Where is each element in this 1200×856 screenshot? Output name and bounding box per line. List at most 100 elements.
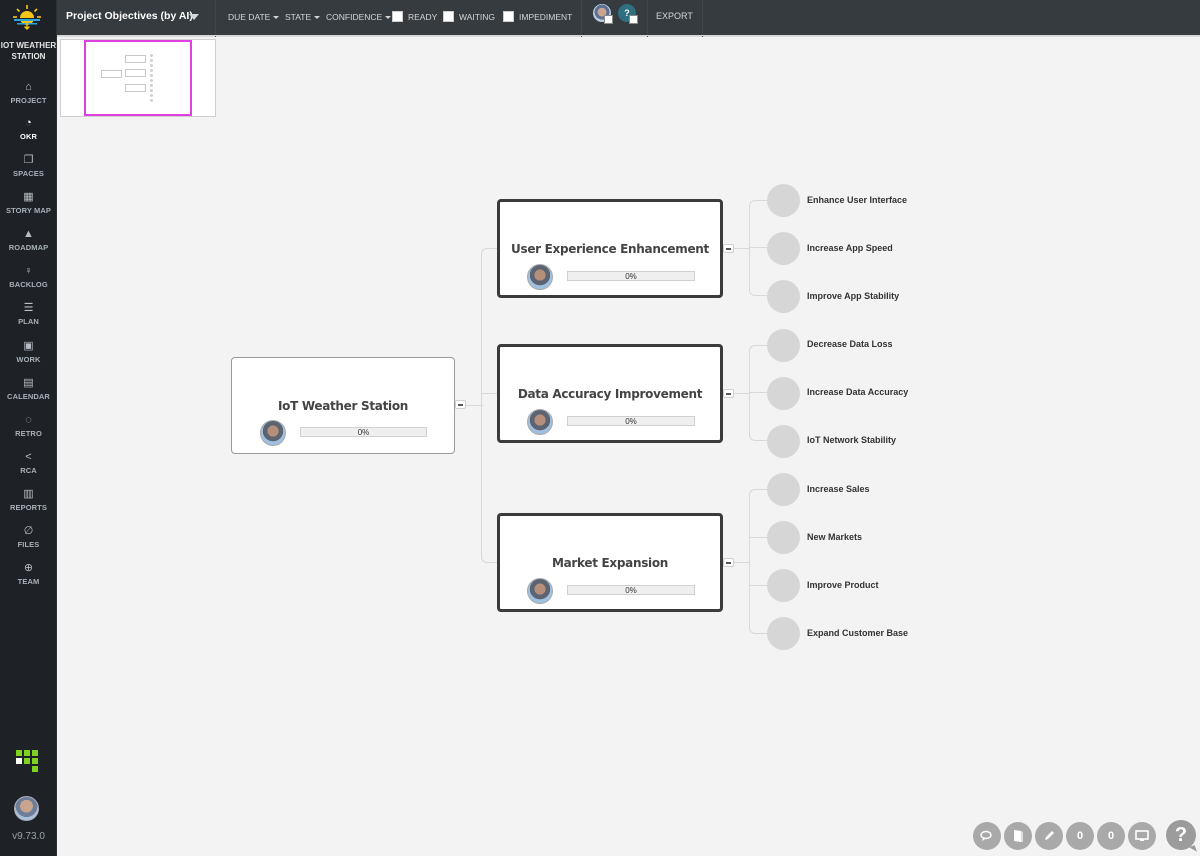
export-button[interactable]: EXPORT	[656, 11, 693, 21]
state-label: STATE	[285, 12, 312, 22]
waiting-label: WAITING	[459, 12, 496, 22]
sidebar-item-plan[interactable]: ☰ PLAN	[0, 301, 57, 337]
apps-grid-icon[interactable]	[16, 750, 38, 772]
user-avatar[interactable]	[14, 796, 39, 821]
objective-card[interactable]: User Experience Enhancement 0%	[497, 199, 723, 298]
project-name: IOT WEATHER STATION	[0, 41, 57, 61]
connector-line	[749, 200, 767, 296]
key-result-avatar[interactable]	[767, 569, 800, 602]
state-filter[interactable]: STATE	[285, 12, 321, 22]
chevron-down-icon[interactable]	[189, 14, 199, 20]
key-result-avatar[interactable]	[767, 617, 800, 650]
key-result-label[interactable]: IoT Network Stability	[807, 435, 897, 445]
sidebar-item-label: ROADMAP	[8, 243, 49, 252]
counter-badge-2[interactable]: 0	[1097, 822, 1125, 850]
objective-card[interactable]: Data Accuracy Improvement 0%	[497, 344, 723, 443]
sidebar-item-backlog[interactable]: ♀ BACKLOG	[0, 264, 57, 300]
sidebar-item-files[interactable]: ∅ FILES	[0, 524, 57, 560]
confidence-filter[interactable]: CONFIDENCE	[326, 12, 392, 22]
edit-button[interactable]	[1035, 822, 1063, 850]
sidebar-item-retro[interactable]: ◌ RETRO	[0, 413, 57, 449]
ready-checkbox[interactable]	[392, 11, 403, 22]
bar-chart-icon: ▥	[23, 488, 34, 500]
docs-button[interactable]	[1004, 822, 1032, 850]
due-date-label: DUE DATE	[228, 12, 271, 22]
sidebar-item-story-map[interactable]: ▦ STORY MAP	[0, 190, 57, 226]
collapse-toggle[interactable]	[723, 244, 734, 253]
paperclip-icon: ∅	[23, 525, 34, 537]
owner-avatar[interactable]	[527, 578, 553, 604]
minimap-dot	[150, 79, 153, 82]
key-result-label[interactable]: Improve App Stability	[807, 291, 900, 301]
key-result-label[interactable]: Increase App Speed	[807, 243, 893, 253]
connector-line	[481, 248, 499, 563]
sidebar-item-work[interactable]: ▣ WORK	[0, 339, 57, 375]
key-result-avatar[interactable]	[767, 329, 800, 362]
briefcase-icon: ▣	[23, 340, 34, 352]
connector-line	[734, 393, 750, 394]
progress-bar: 0%	[567, 585, 695, 595]
user-filter-checkbox[interactable]	[604, 15, 613, 24]
help-button[interactable]: ?	[1166, 820, 1196, 850]
key-result-label[interactable]: Enhance User Interface	[807, 195, 908, 205]
key-result-label[interactable]: Improve Product	[807, 580, 879, 590]
sidebar-item-project[interactable]: ⌂ PROJECT	[0, 80, 57, 116]
key-result-label[interactable]: Increase Data Accuracy	[807, 387, 909, 397]
due-date-filter[interactable]: DUE DATE	[228, 12, 280, 22]
progress-bar: 0%	[567, 271, 695, 281]
sidebar-item-spaces[interactable]: ❐ SPACES	[0, 153, 57, 189]
comments-button[interactable]	[973, 822, 1001, 850]
divider	[581, 0, 582, 37]
key-result-avatar[interactable]	[767, 425, 800, 458]
owner-avatar[interactable]	[260, 420, 286, 446]
progress-bar: 0%	[300, 427, 427, 437]
connector-line	[734, 248, 750, 249]
sidebar-item-okr[interactable]: ◔ OKR	[0, 116, 57, 152]
monitor-icon	[1135, 830, 1149, 841]
caret-down-icon	[314, 16, 321, 20]
collapse-toggle[interactable]	[455, 400, 466, 409]
objective-title: User Experience Enhancement	[511, 242, 709, 256]
key-result-avatar[interactable]	[767, 184, 800, 217]
sidebar-item-roadmap[interactable]: ▲ ROADMAP	[0, 227, 57, 263]
top-toolbar: Project Objectives (by AI) DUE DATE STAT…	[57, 0, 1200, 37]
key-result-label[interactable]: New Markets	[807, 532, 863, 542]
okr-canvas[interactable]: IoT Weather Station 0% User Experience E…	[57, 39, 1200, 856]
sidebar-item-label: SPACES	[13, 169, 44, 178]
sidebar-item-team[interactable]: ⊕ TEAM	[0, 561, 57, 597]
counter-badge-1[interactable]: 0	[1066, 822, 1094, 850]
minimap-viewport[interactable]	[84, 40, 192, 116]
sidebar-item-reports[interactable]: ▥ REPORTS	[0, 487, 57, 523]
minimap[interactable]	[60, 39, 216, 117]
sidebar-item-rca[interactable]: < RCA	[0, 450, 57, 486]
key-result-label[interactable]: Increase Sales	[807, 484, 870, 494]
collapse-toggle[interactable]	[723, 389, 734, 398]
sidebar-item-label: REPORTS	[10, 503, 47, 512]
impediment-checkbox[interactable]	[503, 11, 514, 22]
presentation-button[interactable]	[1128, 822, 1156, 850]
minimap-node	[101, 70, 122, 78]
key-result-avatar[interactable]	[767, 232, 800, 265]
objective-card[interactable]: Market Expansion 0%	[497, 513, 723, 612]
key-result-avatar[interactable]	[767, 377, 800, 410]
key-result-avatar[interactable]	[767, 280, 800, 313]
sidebar-item-label: CALENDAR	[7, 392, 50, 401]
key-result-label[interactable]: Decrease Data Loss	[807, 339, 893, 349]
weather-station-logo[interactable]	[11, 4, 43, 30]
key-result-avatar[interactable]	[767, 473, 800, 506]
book-icon	[1014, 830, 1023, 842]
root-objective-card[interactable]: IoT Weather Station 0%	[231, 357, 455, 454]
unassigned-filter-checkbox[interactable]	[629, 15, 638, 24]
key-result-label[interactable]: Expand Customer Base	[807, 628, 909, 638]
view-selector[interactable]: Project Objectives (by AI)	[66, 10, 193, 22]
sidebar: IOT WEATHER STATION ⌂ PROJECT ◔ OKR ❐ SP…	[0, 0, 57, 856]
owner-avatar[interactable]	[527, 264, 553, 290]
waiting-checkbox[interactable]	[443, 11, 454, 22]
sidebar-item-calendar[interactable]: ▤ CALENDAR	[0, 376, 57, 412]
key-result-avatar[interactable]	[767, 521, 800, 554]
divider	[215, 0, 216, 37]
connector-line	[734, 562, 750, 563]
collapse-toggle[interactable]	[723, 558, 734, 567]
sidebar-item-label: FILES	[17, 540, 40, 549]
owner-avatar[interactable]	[527, 409, 553, 435]
